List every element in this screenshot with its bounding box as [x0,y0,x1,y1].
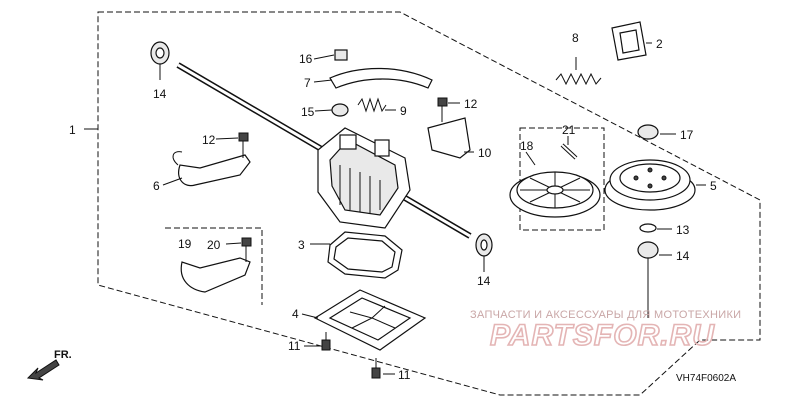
bolt-11-lower [371,358,381,379]
callout-11-upper: 11 [288,339,301,353]
collar-15 [331,103,349,117]
pulley-18 [509,171,601,218]
gasket-part [327,231,403,279]
nut-16 [334,49,348,61]
callout-14-left: 14 [153,87,167,101]
frame-18 [519,127,605,231]
collar-17 [637,124,659,140]
bracket-19 [180,257,251,293]
callout-11-lower: 11 [398,368,411,382]
spring-8 [555,57,602,86]
diagram-code: VH74F0602A [676,373,736,384]
washer-13 [639,223,657,233]
pulley-5 [604,159,696,211]
callout-18: 18 [520,139,534,153]
shift-lever-part [172,151,251,187]
callout-4: 4 [292,307,299,321]
leader-lines [162,42,706,375]
front-direction-indicator: FR. [26,349,72,381]
callout-20: 20 [207,238,221,252]
frame-19 [165,227,263,305]
watermark-caption: ЗАПЧАСТИ И АКСЕССУАРЫ ДЛЯ МОТОТЕХНИКИ [470,309,741,321]
callout-19: 19 [178,237,192,251]
front-direction-label: FR. [54,349,72,361]
bolt-12-left [238,132,249,158]
bolt-11-upper [321,332,331,351]
callout-12-left: 12 [202,133,216,147]
spring-9 [357,97,387,113]
callout-9: 9 [400,104,407,118]
bearing-part-right [475,233,493,257]
callout-7: 7 [304,76,311,90]
bolt-12-right [437,97,448,122]
cover-plate-part [313,289,427,351]
callout-6: 6 [153,179,160,193]
bearing-part-lower-right [637,241,659,318]
callout-14-right: 14 [676,249,690,263]
bearing-part [150,41,170,80]
arm-part [329,67,433,89]
bolt-20 [241,237,252,262]
watermark: ЗАПЧАСТИ И АКСЕССУАРЫ ДЛЯ МОТОТЕХНИКИ PA… [470,309,741,353]
assembly-frame [97,11,761,396]
gearbox-housing [317,127,411,229]
callout-8: 8 [572,31,579,45]
callout-1: 1 [69,123,76,137]
callout-10: 10 [478,146,492,160]
callout-13: 13 [676,223,690,237]
watermark-brand: PARTSFOR.RU [490,319,715,352]
callout-5: 5 [710,179,717,193]
bracket-2 [611,21,647,61]
front-arrow-icon [26,359,60,381]
callout-3: 3 [298,238,305,252]
callout-14-middle: 14 [477,274,491,288]
callout-labels: 1 2 3 4 5 6 7 8 9 10 11 11 12 12 13 14 1… [69,31,717,382]
callout-21: 21 [562,123,576,137]
callout-2: 2 [656,37,663,51]
callout-15: 15 [301,105,315,119]
callout-12-right: 12 [464,97,478,111]
pin-21 [560,143,578,160]
callout-17: 17 [680,128,694,142]
callout-16: 16 [299,52,313,66]
bracket-10 [427,117,471,159]
